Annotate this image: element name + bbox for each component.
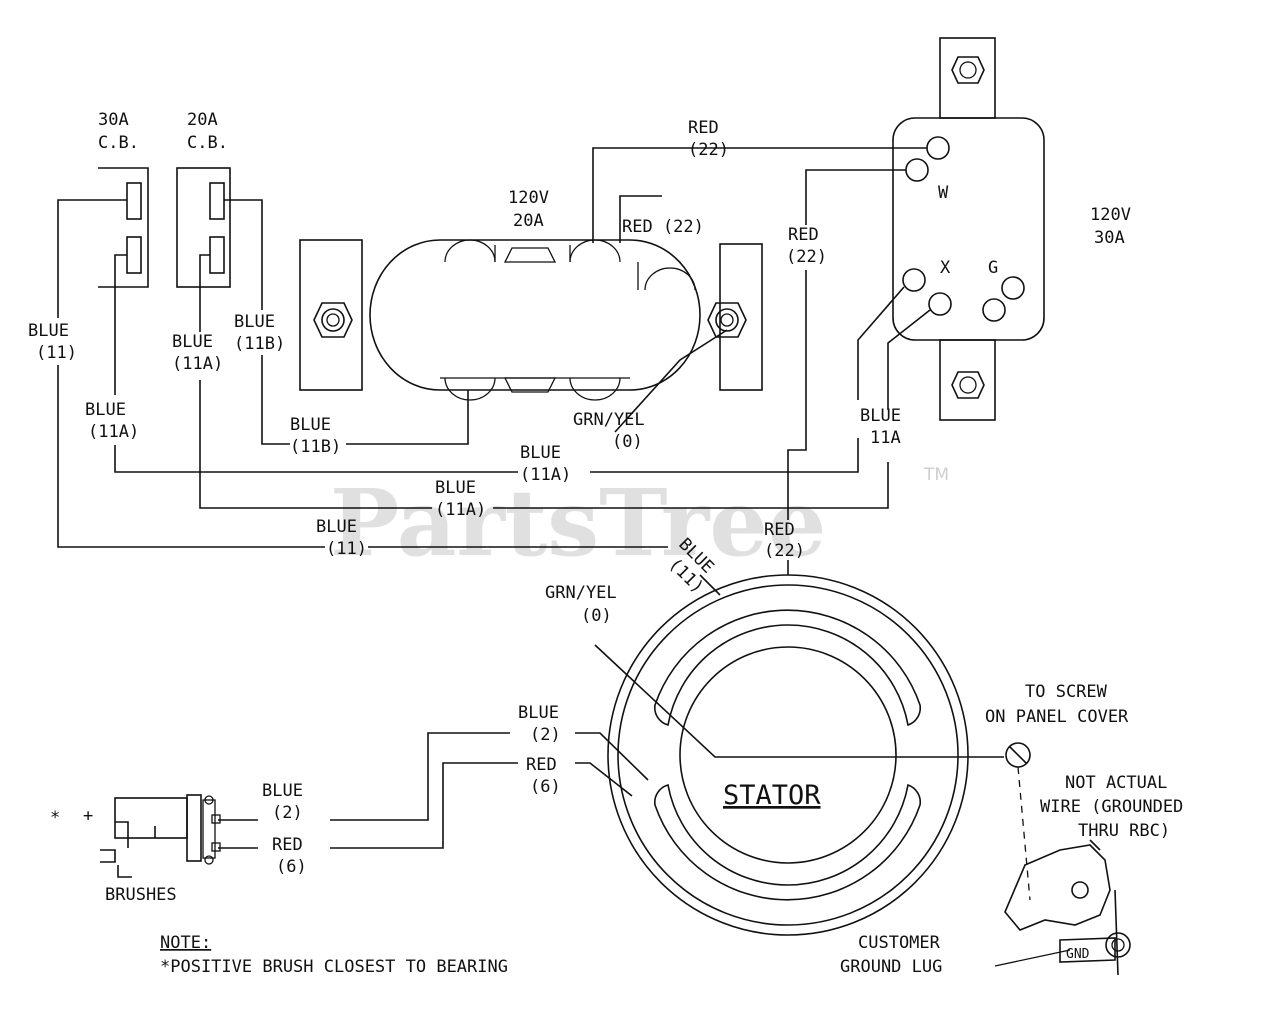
receptacle-30a-current: 30A xyxy=(1094,228,1125,248)
stator-label: STATOR xyxy=(723,780,821,811)
note-title: NOTE: xyxy=(160,933,211,953)
label-red-22-vert: RED xyxy=(788,225,819,245)
breaker-20a: 20A C.B. xyxy=(176,110,231,288)
watermark-tm: TM xyxy=(923,465,949,485)
breaker-30a-rating: 30A xyxy=(98,110,129,130)
label-grn-yel-stator: GRN/YEL xyxy=(545,583,617,603)
terminal-w: W xyxy=(938,183,949,203)
breaker-30a-type: C.B. xyxy=(98,133,139,153)
receptacle-20a-voltage: 120V xyxy=(508,188,549,208)
stator: STATOR xyxy=(607,574,969,936)
label-red-6-brush: RED xyxy=(272,835,303,855)
label-blue-11b-low-num: (11B) xyxy=(290,437,341,457)
label-blue-2-brush: BLUE xyxy=(262,781,303,801)
ground-screw: TO SCREW ON PANEL COVER NOT ACTUAL WIRE … xyxy=(985,682,1183,901)
customer-lug-line2: GROUND LUG xyxy=(840,957,942,977)
label-blue-11a-left-num: (11A) xyxy=(88,422,139,442)
label-blue-11a-h1: BLUE xyxy=(520,443,561,463)
label-red-6-stator-num: (6) xyxy=(530,777,561,797)
breaker-20a-type: C.B. xyxy=(187,133,228,153)
terminal-x: X xyxy=(940,258,951,278)
customer-lug-line1: CUSTOMER xyxy=(858,933,941,953)
label-blue-11a-right-num: 11A xyxy=(870,428,901,448)
label-blue-11a-mid: BLUE xyxy=(172,332,213,352)
label-blue-2-brush-num: (2) xyxy=(272,803,303,823)
receptacle-20a: 120V 20A xyxy=(299,188,763,401)
label-grn-yel-stator-num: (0) xyxy=(581,606,612,626)
label-blue-11-left: BLUE xyxy=(28,321,69,341)
label-grn-yel-recept-num: (0) xyxy=(612,432,643,452)
gnd-label: GND xyxy=(1066,947,1090,962)
label-blue-11a-h2: BLUE xyxy=(435,478,476,498)
terminal-g: G xyxy=(988,258,998,278)
brush-plus: + xyxy=(83,806,93,826)
label-red-22-top-num: (22) xyxy=(688,140,729,160)
label-red-22-vert-num: (22) xyxy=(786,247,827,267)
receptacle-20a-current: 20A xyxy=(513,211,544,231)
label-blue-11-h-num: (11) xyxy=(326,539,367,559)
label-blue-11a-right: BLUE xyxy=(860,406,901,426)
not-actual-line3: THRU RBC) xyxy=(1078,821,1170,841)
breaker-20a-rating: 20A xyxy=(187,110,218,130)
wires xyxy=(57,147,1004,849)
label-blue-11a-mid-num: (11A) xyxy=(172,354,223,374)
to-screw-line1: TO SCREW xyxy=(1025,682,1108,702)
label-blue-11a-h2-num: (11A) xyxy=(435,500,486,520)
label-red-22-top: RED xyxy=(688,118,719,138)
not-actual-line1: NOT ACTUAL xyxy=(1065,773,1167,793)
watermark: PartsTree TM xyxy=(330,465,949,577)
label-blue-11b-low: BLUE xyxy=(290,415,331,435)
label-blue-11-h: BLUE xyxy=(316,517,357,537)
receptacle-30a: W X G 120V 30A xyxy=(892,37,1131,421)
label-red-22-recept: RED (22) xyxy=(622,217,704,237)
brush-asterisk: * xyxy=(50,808,60,828)
not-actual-line2: WIRE (GROUNDED xyxy=(1040,797,1183,817)
customer-ground-lug: GND CUSTOMER GROUND LUG xyxy=(840,839,1131,977)
label-blue-2-stator: BLUE xyxy=(518,703,559,723)
brushes-label: BRUSHES xyxy=(105,885,177,905)
label-blue-11a-left: BLUE xyxy=(85,400,126,420)
label-red-22-stator-num: (22) xyxy=(764,541,805,561)
label-blue-2-stator-num: (2) xyxy=(530,725,561,745)
receptacle-30a-voltage: 120V xyxy=(1090,205,1131,225)
to-screw-line2: ON PANEL COVER xyxy=(985,707,1129,727)
label-blue-11a-h1-num: (11A) xyxy=(520,465,571,485)
note: NOTE: *POSITIVE BRUSH CLOSEST TO BEARING xyxy=(160,933,508,977)
breaker-30a: 30A C.B. xyxy=(98,110,149,288)
note-text: *POSITIVE BRUSH CLOSEST TO BEARING xyxy=(160,957,508,977)
label-blue-11-left-num: (11) xyxy=(36,343,77,363)
label-blue-11b-cb: BLUE xyxy=(234,312,275,332)
label-red-6-brush-num: (6) xyxy=(276,857,307,877)
label-red-6-stator: RED xyxy=(526,755,557,775)
watermark-text: PartsTree xyxy=(330,469,826,577)
label-red-22-stator: RED xyxy=(764,520,795,540)
label-blue-11b-cb-num: (11B) xyxy=(234,334,285,354)
label-grn-yel-recept: GRN/YEL xyxy=(573,410,645,430)
brushes: * + BRUSHES xyxy=(50,794,221,905)
